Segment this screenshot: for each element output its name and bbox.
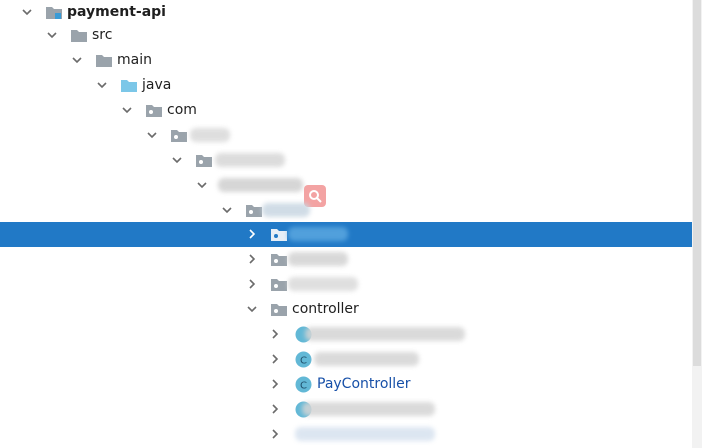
redacted-label <box>295 427 435 441</box>
chevron-right-icon[interactable] <box>268 372 282 397</box>
package-icon <box>145 102 163 119</box>
chevron-right-icon[interactable] <box>268 422 282 447</box>
package-icon <box>270 251 288 268</box>
package-icon <box>195 152 213 169</box>
chevron-down-icon[interactable] <box>20 0 34 25</box>
chevron-down-icon[interactable] <box>245 297 259 322</box>
tree-row-package[interactable] <box>0 123 692 148</box>
redacted-label <box>314 352 419 366</box>
folder-icon <box>95 52 113 69</box>
tree-label: main <box>117 52 152 68</box>
chevron-down-icon[interactable] <box>220 198 234 223</box>
chevron-down-icon[interactable] <box>170 148 184 173</box>
chevron-right-icon[interactable] <box>268 347 282 372</box>
source-folder-icon <box>120 77 138 94</box>
chevron-right-icon[interactable] <box>245 247 259 272</box>
tree-row-package[interactable] <box>0 198 692 223</box>
tree-row-payment-api[interactable]: payment-api <box>0 0 692 25</box>
chevron-right-icon[interactable] <box>268 397 282 422</box>
tree-label: com <box>167 102 197 118</box>
redacted-label <box>215 153 285 167</box>
package-icon <box>245 202 263 219</box>
tree-row-class[interactable]: C <box>0 347 692 372</box>
tree-row-java[interactable]: java <box>0 73 692 98</box>
chevron-down-icon[interactable] <box>145 123 159 148</box>
tree-row-package[interactable] <box>0 247 692 272</box>
tree-row-controller[interactable]: controller <box>0 297 692 322</box>
tree-row-class[interactable] <box>0 397 692 422</box>
tree-label: payment-api <box>67 4 166 20</box>
tree-row-selected[interactable] <box>0 222 702 247</box>
tree-row-package[interactable] <box>0 173 692 207</box>
tree-row-main[interactable]: main <box>0 48 692 73</box>
module-folder-icon <box>45 4 63 21</box>
redacted-label <box>288 252 348 266</box>
tree-row-package[interactable] <box>0 272 692 297</box>
redacted-label <box>288 227 348 241</box>
redacted-label <box>190 128 230 142</box>
tree-row-class[interactable] <box>0 322 692 347</box>
tree-row-paycontroller[interactable]: C PayController <box>0 372 692 397</box>
package-icon <box>270 301 288 318</box>
redacted-label <box>305 327 465 341</box>
tree-row-class[interactable] <box>0 422 692 448</box>
scrollbar-thumb[interactable] <box>693 0 701 366</box>
chevron-right-icon[interactable] <box>245 222 259 247</box>
tree-row-com[interactable]: com <box>0 98 692 123</box>
tree-label: java <box>142 77 172 93</box>
chevron-down-icon[interactable] <box>195 173 209 198</box>
tree-row-package[interactable] <box>0 148 692 173</box>
chevron-right-icon[interactable] <box>245 272 259 297</box>
redacted-label <box>302 402 435 416</box>
search-badge-icon <box>304 185 326 207</box>
folder-icon <box>70 27 88 44</box>
tree-label: src <box>92 27 113 43</box>
package-icon <box>270 276 288 293</box>
package-icon <box>170 127 188 144</box>
redacted-label <box>288 277 358 291</box>
redacted-label <box>262 203 310 217</box>
package-icon <box>270 226 288 243</box>
chevron-down-icon[interactable] <box>45 23 59 48</box>
class-icon-letter: C <box>300 381 307 392</box>
chevron-right-icon[interactable] <box>268 322 282 347</box>
class-icon: C <box>295 376 313 393</box>
tree-label: PayController <box>317 376 411 392</box>
chevron-down-icon[interactable] <box>120 98 134 123</box>
tree-row-src[interactable]: src <box>0 23 692 48</box>
tree-label: controller <box>292 301 359 317</box>
chevron-down-icon[interactable] <box>95 73 109 98</box>
chevron-down-icon[interactable] <box>70 48 84 73</box>
class-icon: C <box>295 351 313 368</box>
redacted-label <box>218 178 303 192</box>
class-icon-letter: C <box>300 356 307 367</box>
